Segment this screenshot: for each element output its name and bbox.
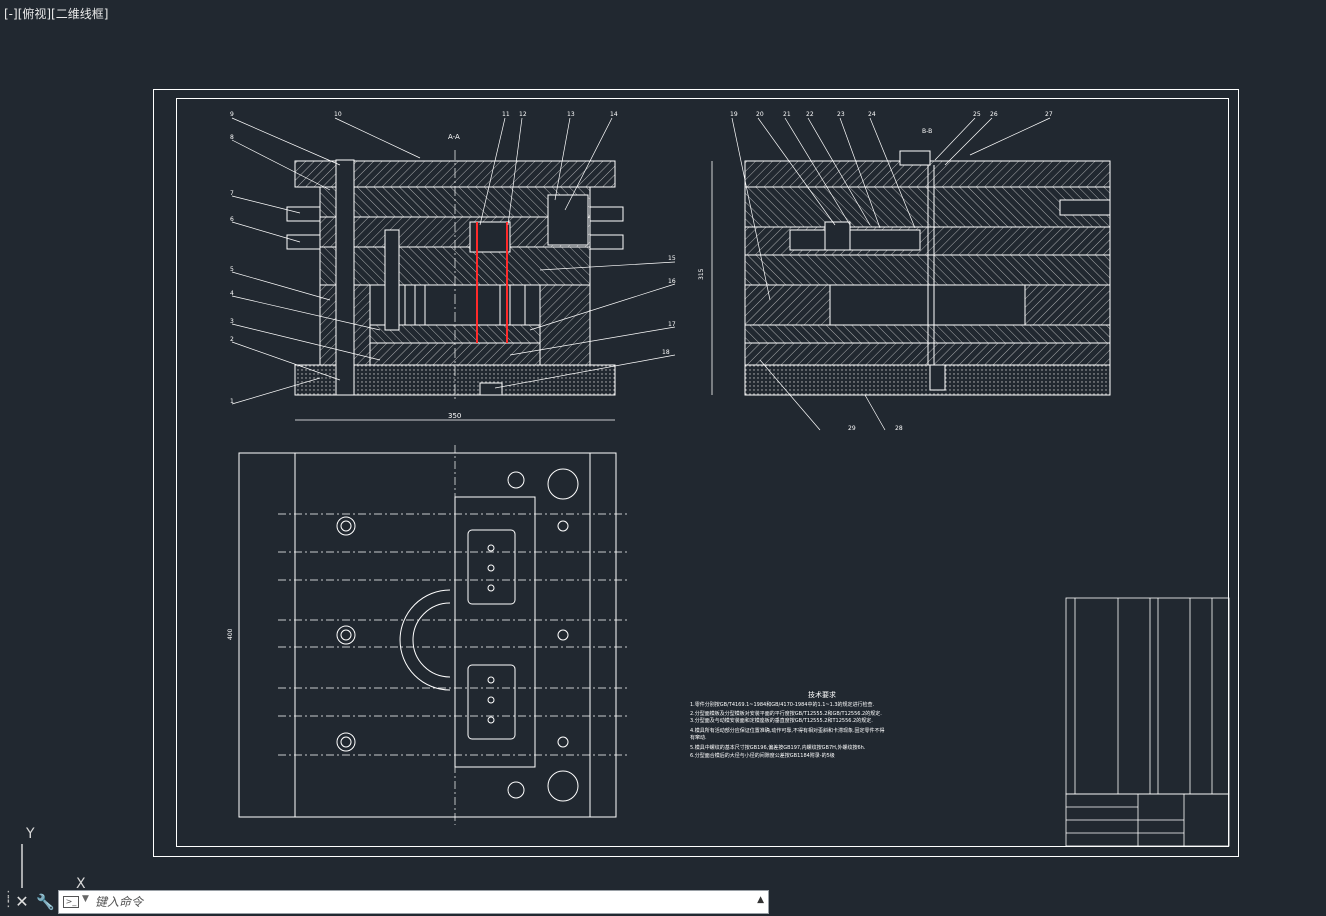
dimension-400: 400 <box>227 628 234 640</box>
svg-text:5.模具中螺纹的基本尺寸按GB196,偏差按GB197,内螺: 5.模具中螺纹的基本尺寸按GB196,偏差按GB197,内螺纹按GB7H,外螺纹… <box>690 744 866 751</box>
drag-handle-icon[interactable]: ⋮⋮ <box>2 889 15 910</box>
section-bb-label: B-B <box>922 128 932 135</box>
svg-text:2: 2 <box>230 336 234 343</box>
svg-text:13: 13 <box>567 111 575 118</box>
svg-text:6.分型面合模后的大径与小径的间隙度公差按GB1184附录-: 6.分型面合模后的大径与小径的间隙度公差按GB1184附录-的5级 <box>690 752 835 759</box>
svg-text:有窜动.: 有窜动. <box>690 734 707 741</box>
svg-text:15: 15 <box>668 255 676 262</box>
svg-text:12: 12 <box>519 111 527 118</box>
viewport-controls-label[interactable]: [-][俯视][二维线框] <box>4 7 109 21</box>
svg-text:4: 4 <box>230 290 234 297</box>
ucs-x-axis-label: X <box>76 876 86 892</box>
svg-text:26: 26 <box>990 111 998 118</box>
leader-lines-left <box>231 117 676 405</box>
svg-text:19: 19 <box>730 111 738 118</box>
parts-list-table <box>1065 597 1230 795</box>
drawing-canvas[interactable]: A-A 350 <box>0 0 1326 888</box>
svg-text:2.分型面模板及分型模板对安装平面的平行度按GB/T1255: 2.分型面模板及分型模板对安装平面的平行度按GB/T12555.2和GB/T12… <box>690 710 882 717</box>
customize-wrench-icon[interactable]: 🔧 <box>36 893 55 911</box>
section-aa-label: A-A <box>448 133 460 141</box>
ucs-y-axis-label: Y <box>26 826 35 842</box>
svg-text:5: 5 <box>230 266 234 273</box>
command-history-up-icon[interactable]: ▲ <box>757 895 764 905</box>
dimension-350: 350 <box>448 412 461 420</box>
title-block <box>1065 793 1230 847</box>
svg-text:1: 1 <box>230 398 234 405</box>
svg-text:22: 22 <box>806 111 814 118</box>
callouts-right: 19 20 21 22 23 24 25 26 27 28 29 <box>730 111 1053 432</box>
section-view-bb: 315 B-B <box>698 128 1111 396</box>
svg-text:29: 29 <box>848 425 856 432</box>
svg-text:20: 20 <box>756 111 764 118</box>
svg-text:4.模具所有活动部分应保证位置准确,动作可靠,不得有相对歪斜: 4.模具所有活动部分应保证位置准确,动作可靠,不得有相对歪斜和卡滞现象.固定零件… <box>690 727 885 734</box>
svg-text:8: 8 <box>230 134 234 141</box>
command-line-bar: ⋮⋮ ✕ 🔧 >_ ▼ ▲ <box>0 888 770 916</box>
svg-text:9: 9 <box>230 111 234 118</box>
svg-text:18: 18 <box>662 349 670 356</box>
svg-text:6: 6 <box>230 216 234 223</box>
svg-text:11: 11 <box>502 111 510 118</box>
svg-text:17: 17 <box>668 321 676 328</box>
svg-text:28: 28 <box>895 425 903 432</box>
svg-text:27: 27 <box>1045 111 1053 118</box>
svg-text:16: 16 <box>668 278 676 285</box>
svg-text:23: 23 <box>837 111 845 118</box>
svg-text:21: 21 <box>783 111 791 118</box>
svg-text:10: 10 <box>334 111 342 118</box>
svg-text:3.分型面及与动模安装面和定模座板的垂直度按GB/T1255: 3.分型面及与动模安装面和定模座板的垂直度按GB/T12555.2和T12556… <box>690 717 873 724</box>
svg-text:1.零件分别按GB/T4169.1~1984和GB/4170: 1.零件分别按GB/T4169.1~1984和GB/4170-1984中的1.1… <box>690 701 875 708</box>
command-prompt-icon[interactable]: >_ <box>63 896 79 908</box>
plan-view <box>238 445 630 825</box>
svg-text:14: 14 <box>610 111 618 118</box>
svg-text:技术要求: 技术要求 <box>808 690 836 699</box>
technical-requirements: 技术要求 1.零件分别按GB/T4169.1~1984和GB/4170-1984… <box>690 690 885 759</box>
sheet-outer-border <box>153 89 1239 857</box>
callouts-left: 9 8 7 6 5 4 3 2 1 10 11 12 13 14 15 16 1… <box>230 111 676 405</box>
svg-text:7: 7 <box>230 190 234 197</box>
command-input-wrapper: >_ ▼ ▲ <box>58 890 769 914</box>
leader-lines-right <box>731 117 1051 431</box>
section-view-aa: A-A 350 <box>286 133 624 421</box>
close-icon[interactable]: ✕ <box>15 892 29 911</box>
svg-text:3: 3 <box>230 318 234 325</box>
dimension-vertical: 315 <box>698 268 705 280</box>
command-input[interactable] <box>95 893 745 911</box>
svg-text:24: 24 <box>868 111 876 118</box>
sheet-inner-border <box>176 98 1229 847</box>
svg-text:25: 25 <box>973 111 981 118</box>
recent-commands-dropdown-icon[interactable]: ▼ <box>82 894 89 904</box>
